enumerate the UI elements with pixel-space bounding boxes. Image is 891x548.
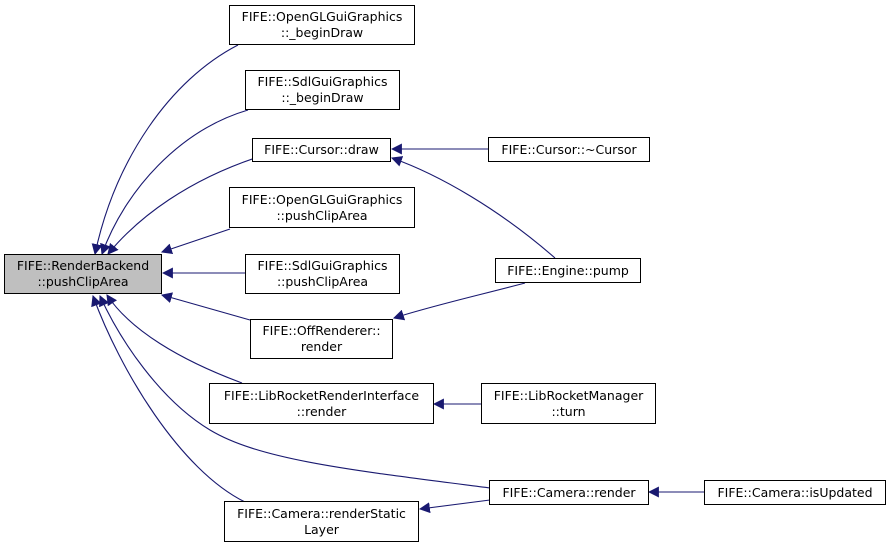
- edge-camera-static-to-root: [91, 294, 246, 503]
- edge-ogl-begindraw-to-root: [91, 44, 239, 256]
- node-label-line1: FIFE::Cursor::draw: [264, 142, 379, 157]
- node-label-line1: FIFE::Camera::renderStatic: [237, 505, 406, 521]
- node-label-line1: FIFE::LibRocketManager: [493, 387, 644, 403]
- node-label-line1: FIFE::OpenGLGuiGraphics: [241, 191, 403, 207]
- node-label-line1: FIFE::Camera::render: [502, 484, 636, 500]
- node-cursor-draw[interactable]: FIFE::Cursor::draw: [252, 138, 391, 162]
- node-label-line2: ::pushClipArea: [276, 274, 369, 289]
- node-label-line1: FIFE::SdlGuiGraphics: [257, 74, 388, 89]
- node-openglguigraphics-pushcliparea[interactable]: FIFE::OpenGLGuiGraphics ::pushClipArea: [229, 187, 415, 228]
- node-label-line2: ::turn: [551, 403, 586, 419]
- node-label-line2: ::pushClipArea: [276, 207, 368, 223]
- node-cursor-destructor[interactable]: FIFE::Cursor::~Cursor: [488, 137, 650, 162]
- node-camera-render[interactable]: FIFE::Camera::render: [489, 480, 649, 505]
- node-librocketrenderinterface-render[interactable]: FIFE::LibRocketRenderInterface ::render: [209, 383, 434, 424]
- node-label-line2: ::_beginDraw: [281, 90, 364, 105]
- node-camera-isupdated[interactable]: FIFE::Camera::isUpdated: [704, 480, 886, 505]
- node-sdlguigraphics-begindraw[interactable]: FIFE::SdlGuiGraphics ::_beginDraw: [245, 70, 400, 110]
- edge-cursor-draw-to-root: [107, 157, 256, 255]
- edge-librocket-render-to-root: [106, 294, 243, 384]
- node-label-line1: FIFE::Engine::pump: [507, 262, 629, 278]
- edge-ogl-push-to-root: [160, 228, 231, 255]
- node-label-line2: ::_beginDraw: [280, 25, 364, 40]
- node-label-line2: Layer: [304, 521, 339, 537]
- edge-engine-pump-to-offrenderer: [392, 282, 526, 321]
- edge-offrenderer-to-root: [160, 292, 251, 321]
- node-label-line1: FIFE::SdlGuiGraphics: [257, 258, 388, 273]
- edge-camera-render-to-static: [418, 499, 491, 514]
- node-renderbackend-pushcliparea: FIFE::RenderBackend ::pushClipArea: [4, 254, 162, 294]
- node-label-line2: ::pushClipArea: [37, 274, 129, 289]
- node-openglguigraphics-begindraw[interactable]: FIFE::OpenGLGuiGraphics ::_beginDraw: [229, 5, 415, 45]
- node-camera-renderstaticlayer[interactable]: FIFE::Camera::renderStatic Layer: [224, 501, 419, 542]
- node-label-line1: FIFE::OpenGLGuiGraphics: [241, 9, 403, 24]
- edge-sdl-begindraw-to-root: [100, 109, 249, 256]
- node-label-line1: FIFE::Camera::isUpdated: [717, 484, 873, 500]
- node-label-line1: FIFE::RenderBackend: [16, 258, 150, 273]
- node-engine-pump[interactable]: FIFE::Engine::pump: [495, 258, 641, 283]
- node-label-line1: FIFE::OffRenderer::: [262, 323, 381, 338]
- node-label-line2: render: [300, 339, 343, 354]
- node-label-line2: ::render: [296, 403, 347, 419]
- node-sdlguigraphics-pushcliparea[interactable]: FIFE::SdlGuiGraphics ::pushClipArea: [245, 254, 400, 294]
- edge-camera-render-to-root: [99, 294, 491, 489]
- edge-engine-pump-to-cursor-draw: [390, 156, 556, 259]
- node-offrenderer-render[interactable]: FIFE::OffRenderer:: render: [250, 319, 393, 359]
- node-label-line1: FIFE::Cursor::~Cursor: [501, 141, 637, 157]
- node-label-line1: FIFE::LibRocketRenderInterface: [223, 387, 420, 403]
- node-librocketmanager-turn[interactable]: FIFE::LibRocketManager ::turn: [481, 383, 656, 424]
